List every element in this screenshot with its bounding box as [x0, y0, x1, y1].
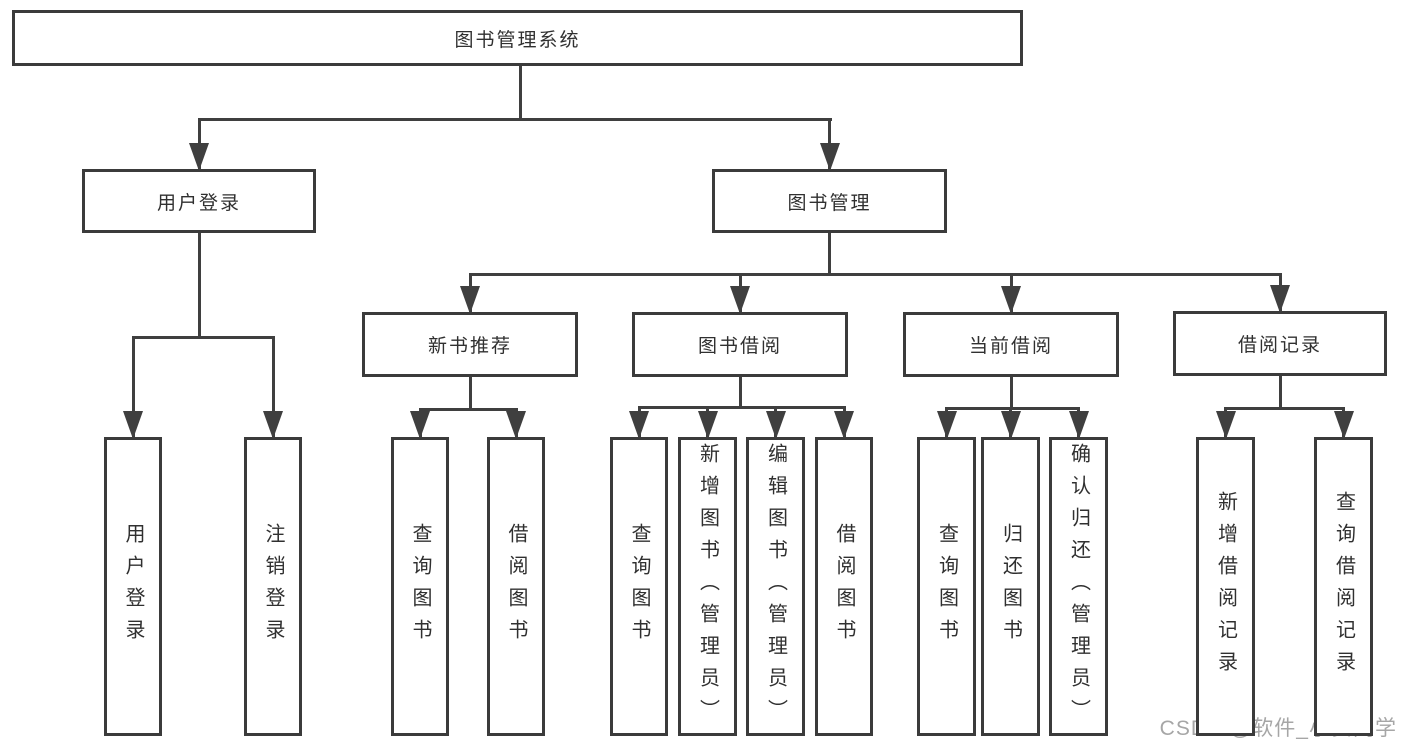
- arrow-down-icon: [460, 286, 480, 314]
- connector-line: [828, 233, 831, 276]
- arrow-down-icon: [1215, 411, 1236, 439]
- connector-line: [945, 407, 1080, 410]
- connector-line: [272, 336, 275, 437]
- node-current-query-books: 查询图书: [917, 437, 976, 736]
- node-records-add-record: 新增借阅记录: [1196, 437, 1255, 736]
- connector-line: [469, 273, 1282, 276]
- connector-line: [419, 408, 518, 411]
- node-recommend-query-books: 查询图书: [391, 437, 449, 736]
- arrow-down-icon: [1001, 286, 1021, 314]
- arrow-down-icon: [263, 411, 283, 439]
- connector-line: [198, 233, 201, 339]
- node-current-confirm-return-admin: 确认归还（管理员）: [1049, 437, 1108, 736]
- arrow-down-icon: [765, 411, 786, 439]
- node-current-return-books: 归还图书: [981, 437, 1040, 736]
- arrow-down-icon: [1068, 411, 1089, 439]
- node-user-login-leaf: 用户登录: [104, 437, 162, 736]
- node-book-management-system: 图书管理系统: [12, 10, 1023, 66]
- node-current-borrowing: 当前借阅: [903, 312, 1119, 377]
- arrow-down-icon: [629, 411, 649, 439]
- node-borrowing-records: 借阅记录: [1173, 311, 1387, 376]
- connector-line: [132, 336, 275, 339]
- connector-line: [638, 406, 846, 409]
- node-book-borrowing: 图书借阅: [632, 312, 848, 377]
- connector-line: [1224, 407, 1345, 410]
- connector-line: [198, 118, 832, 121]
- connector-line: [1279, 376, 1282, 410]
- connector-line: [1010, 377, 1013, 410]
- connector-line: [132, 336, 135, 437]
- arrow-down-icon: [697, 411, 718, 439]
- arrow-down-icon: [834, 411, 854, 439]
- arrow-down-icon: [819, 143, 840, 171]
- connector-line: [739, 377, 742, 409]
- arrow-down-icon: [1333, 411, 1354, 439]
- arrow-down-icon: [410, 411, 430, 439]
- arrow-down-icon: [1000, 411, 1021, 439]
- arrow-down-icon: [189, 143, 209, 171]
- arrow-down-icon: [506, 411, 526, 439]
- arrow-down-icon: [936, 411, 957, 439]
- node-recommend-borrow-books: 借阅图书: [487, 437, 545, 736]
- node-new-book-recommend: 新书推荐: [362, 312, 578, 377]
- node-borrowing-edit-books-admin: 编辑图书（管理员）: [746, 437, 805, 736]
- arrow-down-icon: [730, 286, 750, 314]
- arrow-down-icon: [123, 411, 143, 439]
- node-records-query-record: 查询借阅记录: [1314, 437, 1373, 736]
- node-borrowing-query-books: 查询图书: [610, 437, 668, 736]
- arrow-down-icon: [1270, 285, 1290, 313]
- node-book-management: 图书管理: [712, 169, 947, 233]
- node-borrowing-add-books-admin: 新增图书（管理员）: [678, 437, 737, 736]
- connector-line: [469, 377, 472, 411]
- node-logout: 注销登录: [244, 437, 302, 736]
- node-borrowing-borrow-books: 借阅图书: [815, 437, 873, 736]
- connector-line: [519, 66, 522, 121]
- node-user-login: 用户登录: [82, 169, 316, 233]
